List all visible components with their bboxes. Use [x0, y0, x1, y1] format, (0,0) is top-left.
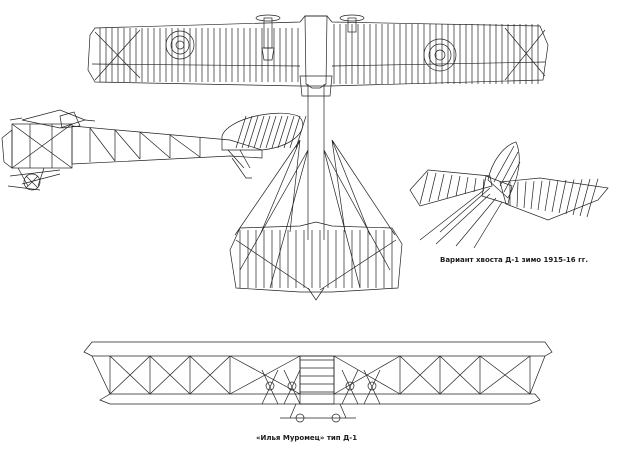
drawing-line [544, 180, 551, 212]
drawing-line [482, 178, 485, 191]
drawing-line [229, 355, 301, 395]
drawing-line [473, 177, 477, 193]
drawing-line [529, 355, 546, 395]
drawing-line [189, 355, 231, 395]
drawing-line [579, 178, 591, 217]
drawing-line [283, 115, 295, 149]
top-view [87, 14, 549, 301]
drawing-line [289, 115, 301, 149]
drawing-line [437, 173, 445, 201]
front-view [83, 341, 553, 423]
drawing-line [419, 171, 429, 205]
drawing-line [537, 180, 543, 211]
drawing-line [109, 355, 151, 395]
drawing-line [516, 181, 519, 208]
drawing-line [277, 115, 289, 149]
drawing-line [91, 355, 111, 395]
drawing-line [455, 175, 461, 197]
side-view [1, 109, 307, 191]
drawing-line [265, 115, 277, 149]
drawing-line [446, 174, 453, 199]
drawing-line [259, 115, 271, 149]
tail-variant-view [409, 141, 609, 249]
drawing-line [271, 115, 283, 149]
drawing-line [479, 355, 531, 395]
drawing-line [333, 355, 401, 395]
drawing-line [428, 172, 437, 203]
drawing-line [399, 355, 441, 395]
front-engines [261, 369, 381, 405]
aircraft-caption: «Илья Муромец» тип Д-1 [256, 434, 358, 442]
drawing-line [586, 178, 599, 218]
drawing-line [523, 181, 527, 209]
tail-variant-caption: Вариант хвоста Д-1 зимо 1915-16 гг. [440, 256, 589, 264]
drawing-line [464, 176, 469, 195]
drawing-line [295, 115, 307, 149]
drawing-line [439, 355, 481, 395]
drawing-line [247, 115, 259, 149]
drawing-line [149, 355, 191, 395]
engine-right [339, 14, 365, 33]
drawing-line [235, 115, 247, 149]
drawing-line [241, 115, 253, 149]
drawing-line [551, 180, 559, 213]
engine-left [255, 14, 281, 61]
drawing-line [558, 179, 567, 214]
drawing-line [572, 179, 583, 216]
drawing-line [565, 179, 575, 215]
drawing-line [530, 181, 535, 210]
drawing-line [253, 115, 265, 149]
